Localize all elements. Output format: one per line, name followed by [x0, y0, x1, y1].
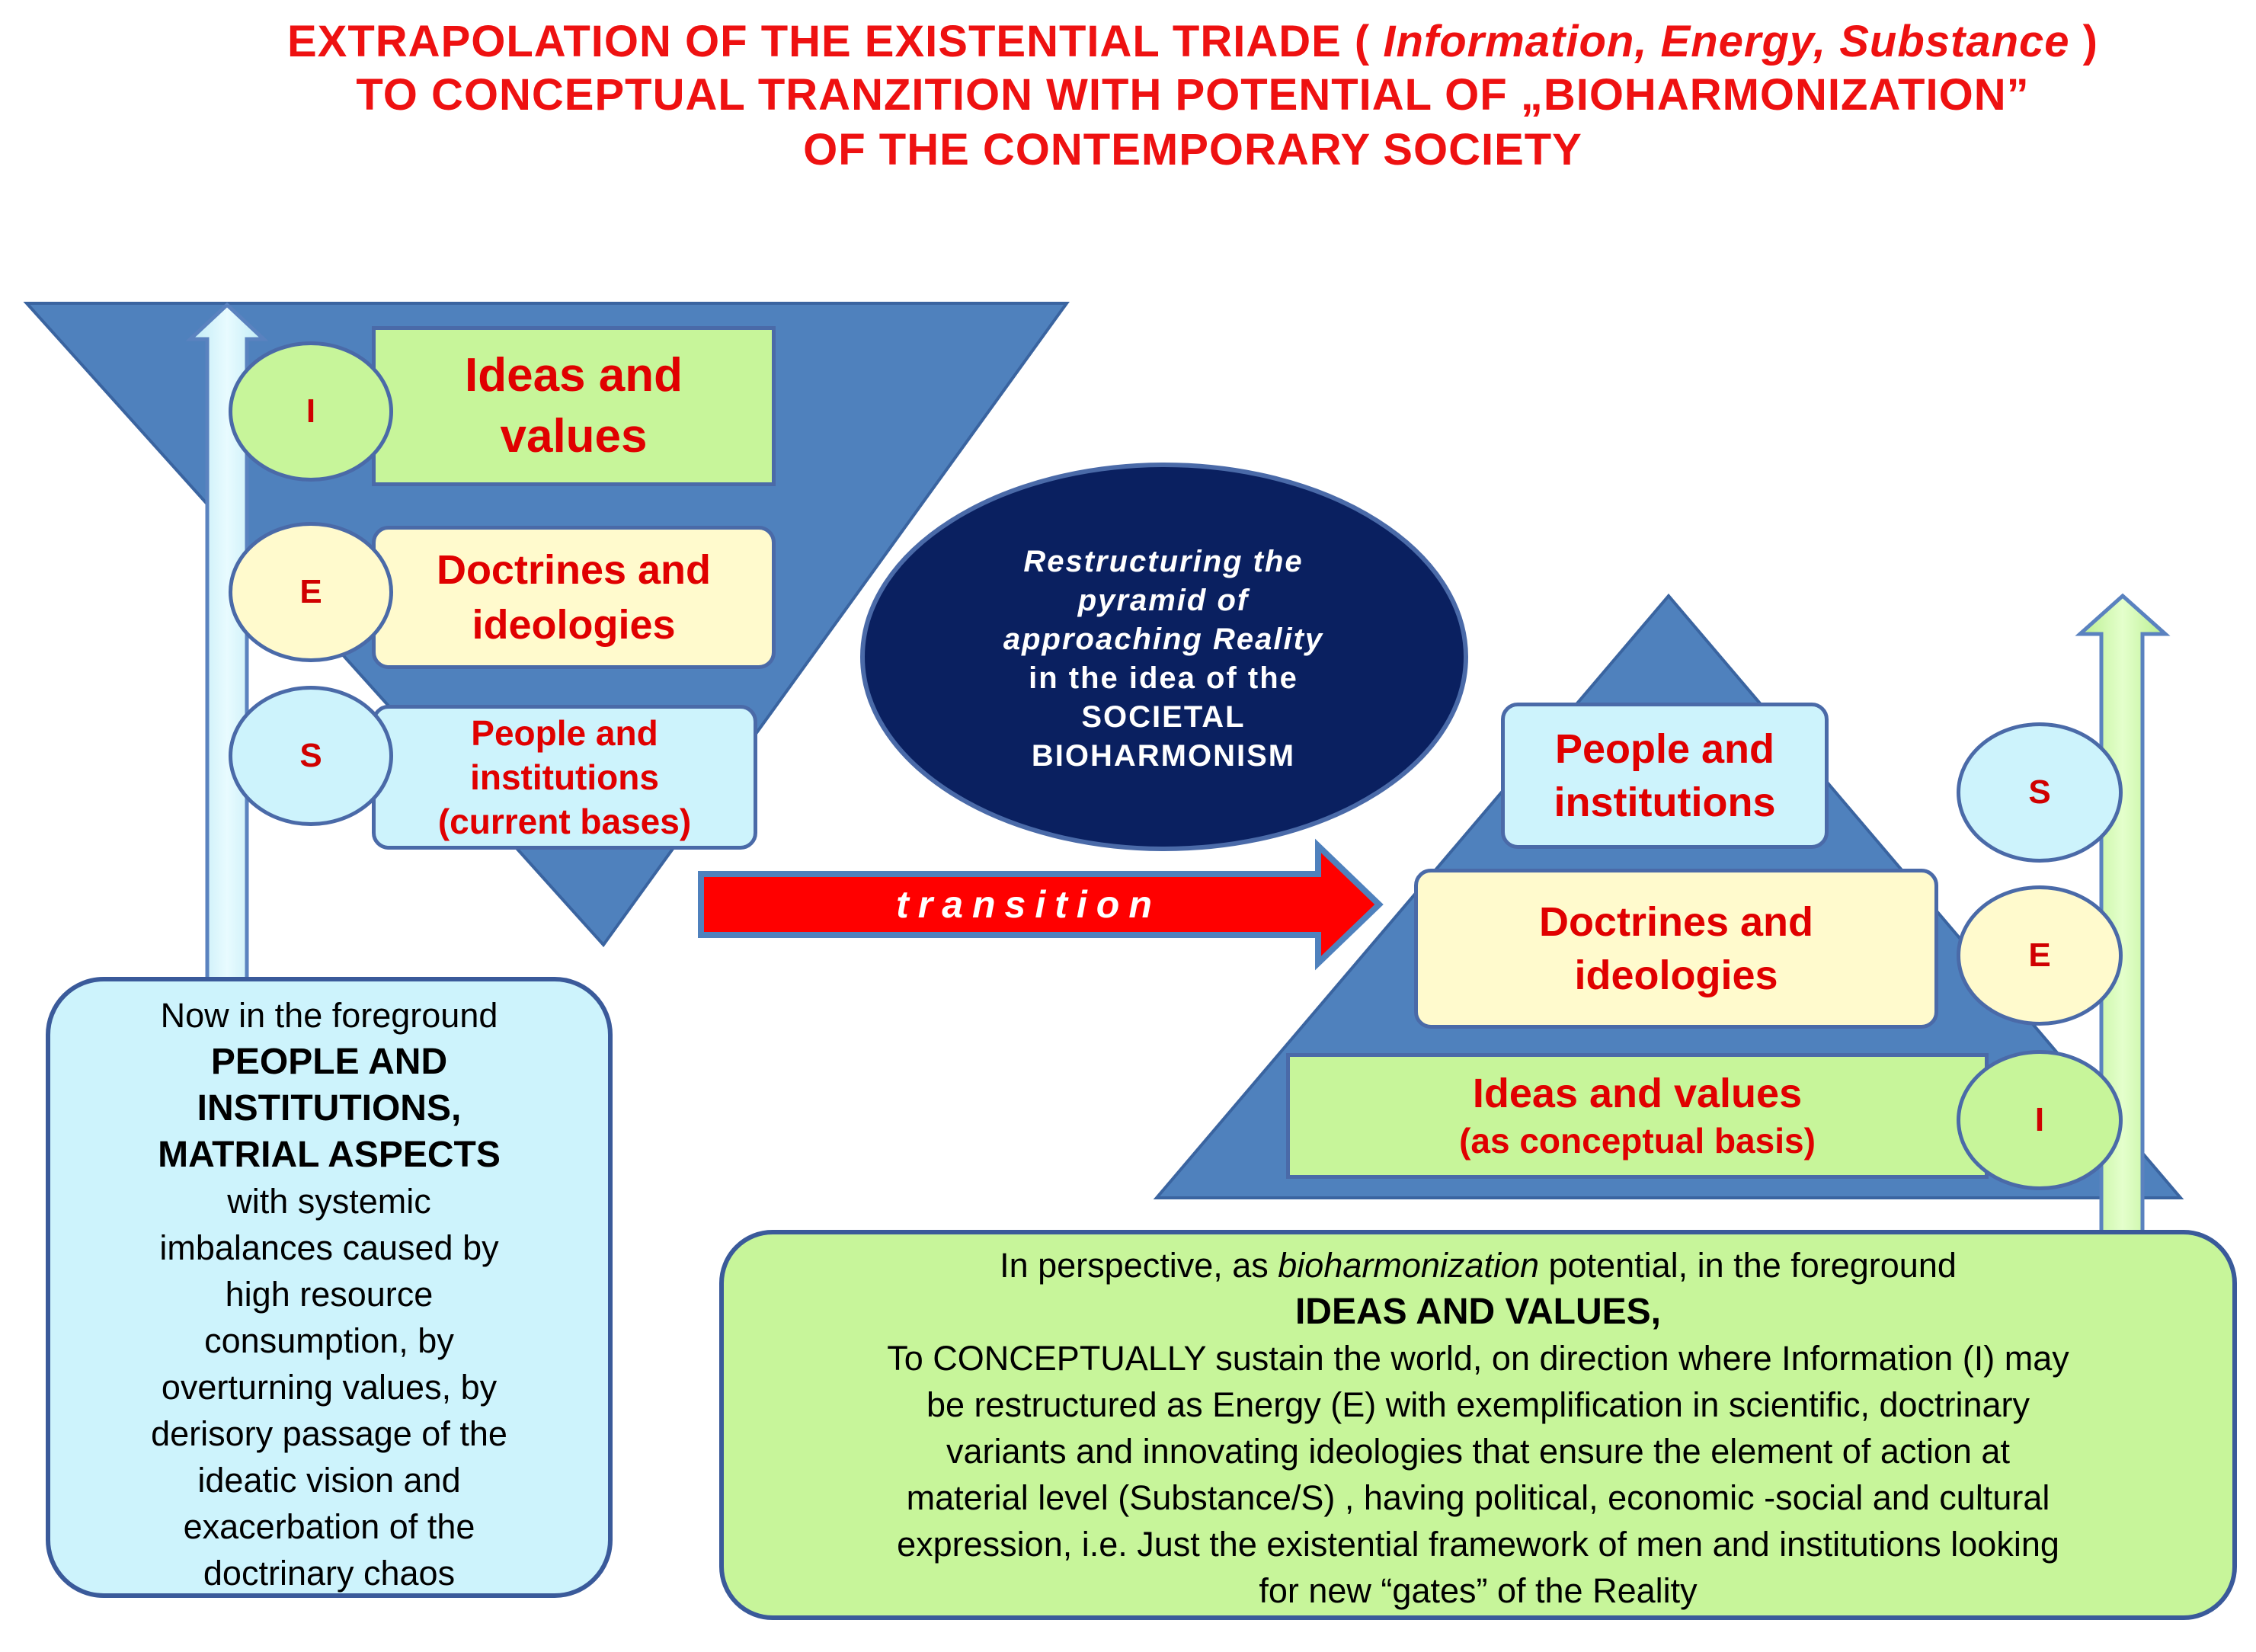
- ellipse-line-3: approaching Reality: [1003, 623, 1324, 656]
- left-note-line-4: consumption, by: [204, 1321, 454, 1360]
- left-doctrines-label-2: ideologies: [472, 602, 676, 648]
- ellipse-line-4: in the idea of the: [1029, 661, 1298, 695]
- right-note-intro: In perspective, as bioharmonization pote…: [724, 1242, 2232, 1289]
- right-circle-e: E: [1957, 885, 2123, 1026]
- title-line-1-prefix: EXTRAPOLATION OF THE EXISTENTIAL TRIADE …: [287, 17, 1384, 66]
- left-note-intro: Now in the foreground: [160, 996, 498, 1035]
- center-ellipse-text: Restructuring the pyramid of approaching…: [939, 533, 1388, 785]
- right-people-label-2: institutions: [1554, 780, 1776, 825]
- left-note-line-3: high resource: [225, 1275, 434, 1314]
- left-note-bold-1: PEOPLE AND: [210, 1042, 448, 1082]
- left-ideas-label-2: values: [500, 410, 648, 463]
- right-ideas-label-2: (as conceptual basis): [1459, 1120, 1816, 1161]
- right-note-line-2: be restructured as Energy (E) with exemp…: [926, 1385, 2030, 1424]
- right-box-ideas-values: Ideas and values (as conceptual basis): [1286, 1053, 1989, 1179]
- left-note-box: Now in the foreground PEOPLE AND INSTITU…: [46, 977, 613, 1598]
- right-note-line-5: expression, i.e. Just the existential fr…: [897, 1525, 2059, 1564]
- left-note-line-6: derisory passage of the: [151, 1414, 507, 1453]
- right-ideas-label-1: Ideas and values: [1472, 1070, 1803, 1116]
- left-people-label-3: (current bases): [437, 802, 692, 841]
- left-up-arrow: [185, 302, 269, 985]
- transition-label: transition: [896, 883, 1161, 926]
- title-line-3: OF THE CONTEMPORARY SOCIETY: [803, 125, 1582, 174]
- right-note-line-4: material level (Substance/S) , having po…: [906, 1478, 2050, 1517]
- center-ellipse: [860, 463, 1468, 851]
- right-note-box: In perspective, as bioharmonization pote…: [719, 1230, 2237, 1620]
- right-box-people: People and institutions: [1501, 703, 1829, 849]
- right-circle-i: I: [1957, 1050, 2123, 1190]
- right-note-intro-italic: bioharmonization: [1278, 1246, 1539, 1285]
- left-note-line-7: ideatic vision and: [197, 1461, 461, 1500]
- ellipse-line-5: SOCIETAL: [1081, 700, 1246, 734]
- left-people-label-1: People and: [471, 713, 658, 753]
- right-doctrines-label-2: ideologies: [1574, 952, 1778, 998]
- left-note-line-8: exacerbation of the: [183, 1507, 475, 1546]
- ellipse-line-1: Restructuring the: [1023, 545, 1304, 578]
- left-note-bold-3: MATRIAL ASPECTS: [158, 1135, 501, 1175]
- right-people-label-1: People and: [1554, 726, 1775, 772]
- left-box-doctrines: Doctrines and ideologies: [372, 526, 776, 669]
- left-box-ideas-values: Ideas and values: [372, 326, 776, 486]
- right-note-intro-prefix: In perspective, as: [1000, 1246, 1278, 1285]
- left-note-line-2: imbalances caused by: [159, 1228, 499, 1267]
- left-people-label-2: institutions: [470, 757, 659, 797]
- right-note-bold: IDEAS AND VALUES,: [1294, 1292, 1662, 1332]
- right-note-line-1: To CONCEPTUALLY sustain the world, on di…: [887, 1339, 2069, 1378]
- left-circle-i: I: [229, 341, 393, 482]
- left-note-bold-2: INSTITUTIONS,: [197, 1088, 462, 1129]
- left-box-people: People and institutions (current bases): [372, 705, 757, 850]
- title-line-1-suffix: ): [2069, 17, 2098, 66]
- left-note-line-9: doctrinary chaos: [203, 1554, 456, 1593]
- left-note-line-5: overturning values, by: [161, 1368, 498, 1407]
- right-note-line-6: for new “gates” of the Reality: [1259, 1571, 1698, 1610]
- right-box-doctrines: Doctrines and ideologies: [1414, 869, 1938, 1029]
- title-line-1-italic: Information, Energy, Substance: [1383, 17, 2070, 66]
- left-note-line-1: with systemic: [227, 1182, 431, 1221]
- title-line-1: EXTRAPOLATION OF THE EXISTENTIAL TRIADE …: [114, 15, 2256, 69]
- left-ideas-label-1: Ideas and: [465, 349, 683, 402]
- right-circle-s: S: [1957, 722, 2123, 863]
- ellipse-line-6: BIOHARMONISM: [1031, 739, 1296, 773]
- transition-arrow: [698, 838, 1384, 971]
- left-circle-s: S: [229, 686, 393, 826]
- ellipse-line-2: pyramid of: [1077, 584, 1250, 617]
- right-note-line-3: variants and innovating ideologies that …: [946, 1432, 2010, 1471]
- left-doctrines-label-1: Doctrines and: [436, 547, 712, 593]
- right-doctrines-label-1: Doctrines and: [1538, 899, 1814, 945]
- left-circle-e: E: [229, 522, 393, 662]
- right-note-intro-suffix: potential, in the foreground: [1539, 1246, 1957, 1285]
- title-line-2: TO CONCEPTUAL TRANZITION WITH POTENTIAL …: [356, 70, 2030, 120]
